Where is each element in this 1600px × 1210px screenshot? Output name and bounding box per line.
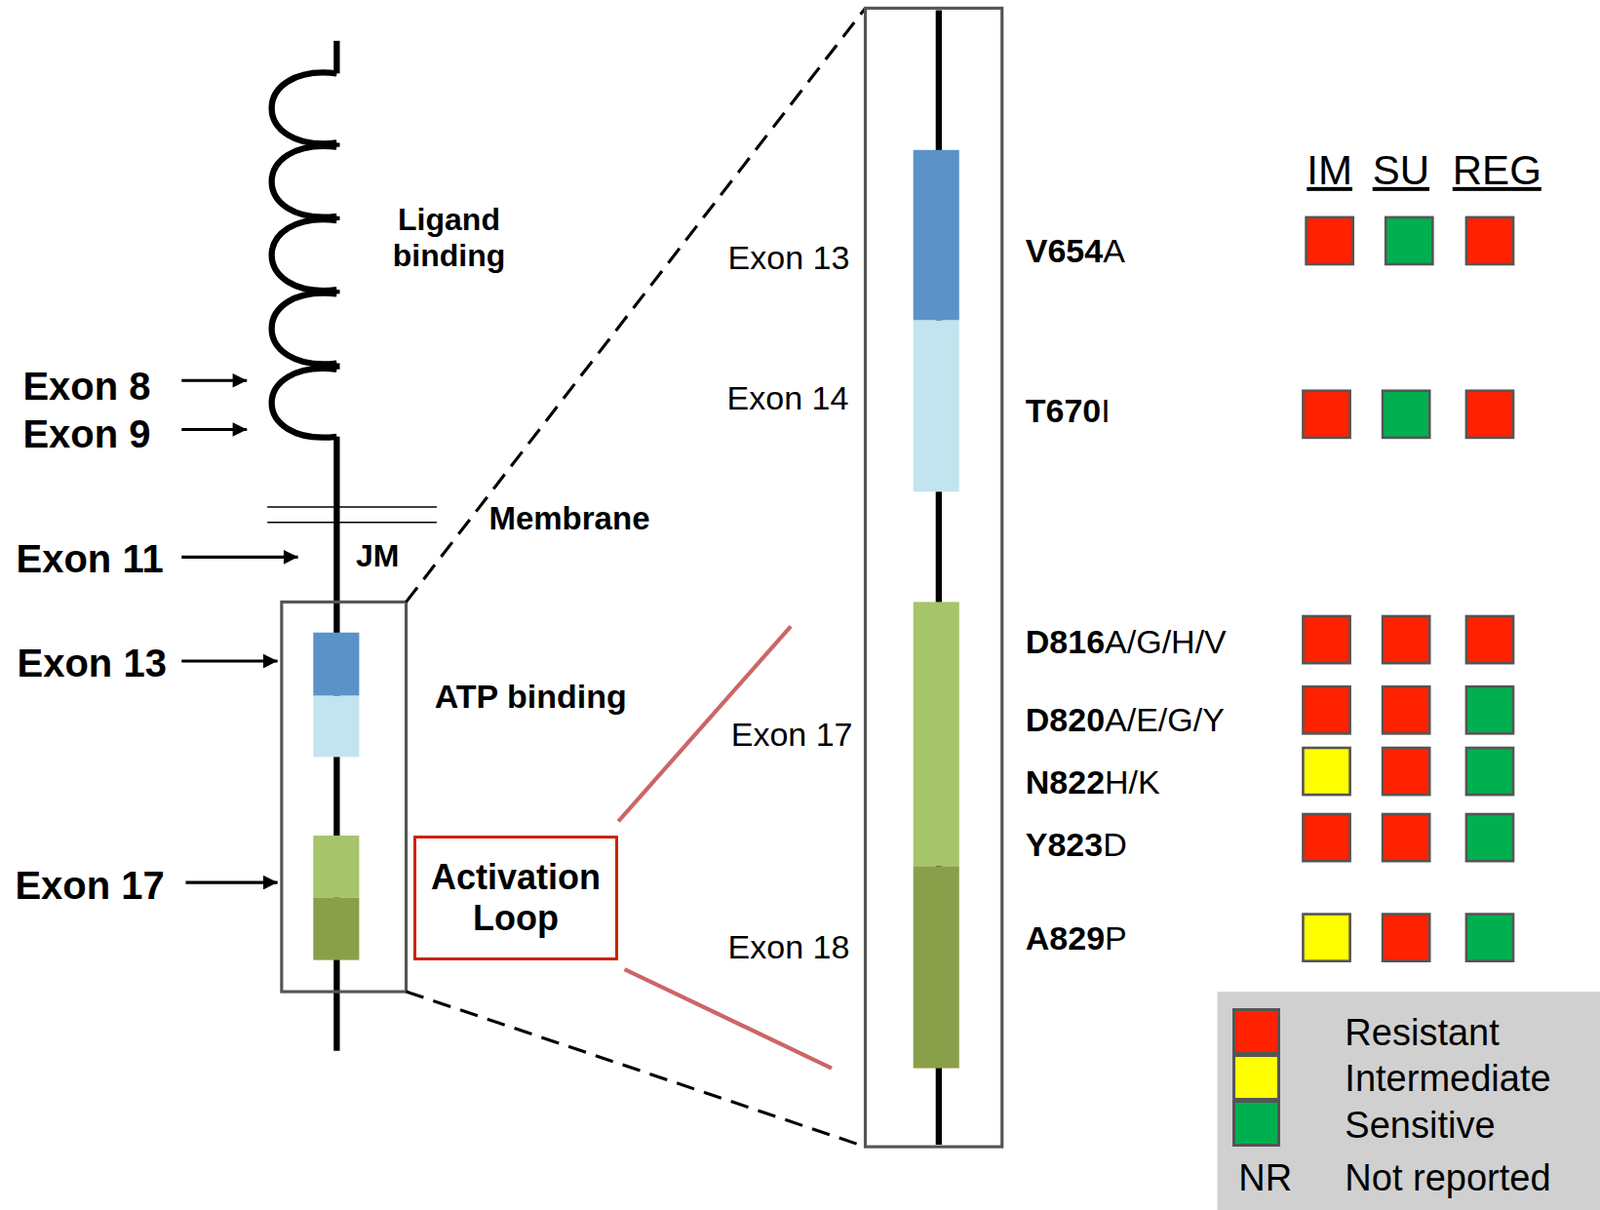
mutation-label: A829P bbox=[1025, 919, 1128, 958]
column-header: SU bbox=[1372, 147, 1430, 195]
part-label: NR bbox=[1238, 1157, 1292, 1201]
residue-number: D816 bbox=[1025, 624, 1105, 662]
substitution: A/G/H/V bbox=[1104, 624, 1227, 662]
part-label: JM bbox=[355, 538, 399, 575]
mutation-label: D820A/E/G/Y bbox=[1025, 701, 1225, 740]
substitution: D bbox=[1102, 826, 1128, 864]
part-label: Exon 17 bbox=[14, 862, 164, 908]
legend-text: Not reported bbox=[1344, 1157, 1551, 1201]
residue-number: Y823 bbox=[1025, 826, 1103, 864]
mutation-label: N822H/K bbox=[1025, 763, 1161, 802]
part-label: ATP binding bbox=[434, 677, 627, 716]
mutation-label: Y823D bbox=[1025, 826, 1128, 865]
part-label: Exon 13 bbox=[728, 238, 851, 277]
residue-number: D820 bbox=[1025, 701, 1105, 739]
part-label: Exon 18 bbox=[728, 929, 851, 968]
activation-loop-box: Activation Loop bbox=[413, 835, 619, 961]
substitution: P bbox=[1104, 919, 1128, 957]
residue-number: A829 bbox=[1025, 919, 1105, 957]
mutation-label: V654A bbox=[1025, 233, 1126, 272]
part-label: Exon 13 bbox=[16, 640, 166, 686]
mutation-label: T670I bbox=[1025, 391, 1111, 430]
part-label: Ligand binding bbox=[363, 201, 535, 274]
legend-text: Sensitive bbox=[1344, 1104, 1495, 1148]
column-header: REG bbox=[1452, 147, 1542, 195]
residue-number: V654 bbox=[1025, 233, 1103, 271]
substitution: H/K bbox=[1104, 763, 1161, 801]
column-header: IM bbox=[1306, 147, 1353, 195]
mutation-label: D816A/G/H/V bbox=[1025, 624, 1227, 663]
part-label: Exon 17 bbox=[731, 716, 854, 755]
legend-swatch bbox=[1232, 1053, 1281, 1101]
legend-text: Resistant bbox=[1344, 1012, 1499, 1055]
legend-swatch bbox=[1232, 1008, 1281, 1055]
substitution: A bbox=[1102, 233, 1126, 271]
part-label: Exon 8 bbox=[22, 363, 151, 409]
substitution: A/E/G/Y bbox=[1104, 701, 1225, 739]
legend-swatch bbox=[1232, 1099, 1281, 1147]
box-label: Activation Loop bbox=[426, 857, 606, 938]
part-label: Exon 11 bbox=[15, 536, 163, 582]
part-label: Exon 9 bbox=[22, 411, 151, 457]
legend-text: Intermediate bbox=[1344, 1057, 1551, 1101]
residue-number: T670 bbox=[1025, 391, 1102, 430]
part-label: Membrane bbox=[488, 500, 650, 538]
substitution: I bbox=[1100, 391, 1110, 430]
part-label: Exon 14 bbox=[727, 380, 850, 419]
residue-number: N822 bbox=[1025, 763, 1105, 801]
